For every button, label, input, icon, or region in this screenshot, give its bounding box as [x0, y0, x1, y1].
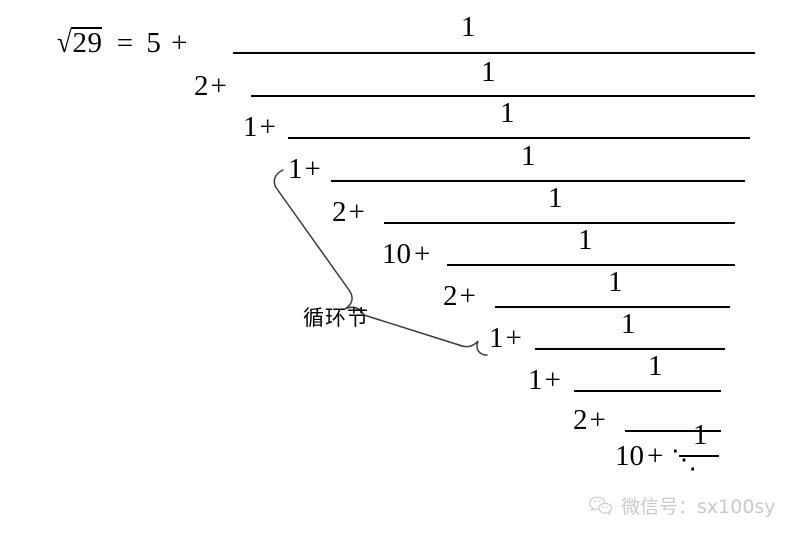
radical-sign-icon: √ — [56, 26, 72, 59]
fraction-bar-8 — [574, 390, 721, 392]
fraction-bar-6 — [495, 306, 730, 308]
ellipsis-diagonal: ⋱ — [671, 445, 697, 474]
cf-term-6-value: 2 — [443, 280, 458, 312]
cf-term-10: 10+ — [615, 442, 663, 471]
cf-term-3: 1+ — [288, 155, 321, 184]
fraction-bar-3 — [331, 180, 745, 182]
cf-term-10-plus: + — [647, 440, 664, 472]
cf-term-7: 1+ — [489, 324, 522, 353]
fraction-bar-2 — [288, 137, 750, 139]
cf-term-4-value: 2 — [332, 196, 347, 228]
cf-term-2: 1+ — [243, 113, 276, 142]
cf-term-5: 10+ — [382, 240, 430, 269]
cf-term-7-plus: + — [505, 322, 522, 354]
cf-term-9-value: 2 — [573, 404, 588, 436]
cf-term-6: 2+ — [443, 282, 476, 311]
cf-term-4: 2+ — [332, 198, 365, 227]
radical-vinculum — [71, 27, 103, 29]
cf-term-3-plus: + — [304, 153, 321, 185]
numerator-5: 1 — [578, 224, 593, 256]
cf-term-1-value: 2 — [194, 70, 209, 102]
plus-sign-0: + — [171, 27, 188, 59]
numerator-7: 1 — [621, 308, 636, 340]
cf-term-9-plus: + — [589, 404, 606, 436]
cf-term-6-plus: + — [459, 280, 476, 312]
numerator-1: 1 — [481, 56, 496, 88]
cf-term-2-plus: + — [259, 111, 276, 143]
radicand: 29 — [72, 27, 103, 59]
integer-part: 5 — [146, 27, 161, 59]
watermark: 微信号：sx100sy — [588, 492, 776, 519]
cf-term-5-value: 10 — [382, 238, 411, 270]
cf-term-8-plus: + — [544, 364, 561, 396]
numerator-0: 1 — [461, 11, 476, 43]
cf-term-5-plus: + — [414, 238, 431, 270]
numerator-6: 1 — [608, 266, 623, 298]
fraction-bar-7 — [535, 348, 725, 350]
cf-term-8-value: 1 — [528, 364, 543, 396]
cf-term-3-value: 1 — [288, 153, 303, 185]
fraction-bar-4 — [384, 222, 735, 224]
cf-term-1: 2+ — [194, 72, 227, 101]
numerator-8: 1 — [648, 350, 663, 382]
cf-term-2-value: 1 — [243, 111, 258, 143]
watermark-text: 微信号：sx100sy — [621, 496, 776, 518]
fraction-bar-9 — [625, 430, 721, 432]
fraction-bar-1 — [251, 95, 755, 97]
cf-term-4-plus: + — [348, 196, 365, 228]
numerator-9: 1 — [693, 419, 708, 451]
cf-term-10-value: 10 — [615, 440, 644, 472]
fraction-bar-5 — [447, 264, 735, 266]
cf-term-1-plus: + — [210, 70, 227, 102]
numerator-3: 1 — [521, 140, 536, 172]
equals-sign: = — [116, 27, 134, 59]
numerator-4: 1 — [548, 182, 563, 214]
square-root-radical: √29 — [56, 26, 103, 59]
cf-term-7-value: 1 — [489, 322, 504, 354]
cf-term-9: 2+ — [573, 406, 606, 435]
numerator-2: 1 — [500, 97, 515, 129]
cf-term-8: 1+ — [528, 366, 561, 395]
wechat-icon — [589, 496, 613, 515]
equation-lead: √29 = 5 + — [56, 26, 187, 58]
period-label: 循环节 — [303, 306, 369, 330]
fraction-bar-10 — [679, 455, 719, 457]
fraction-bar-0 — [233, 52, 755, 54]
